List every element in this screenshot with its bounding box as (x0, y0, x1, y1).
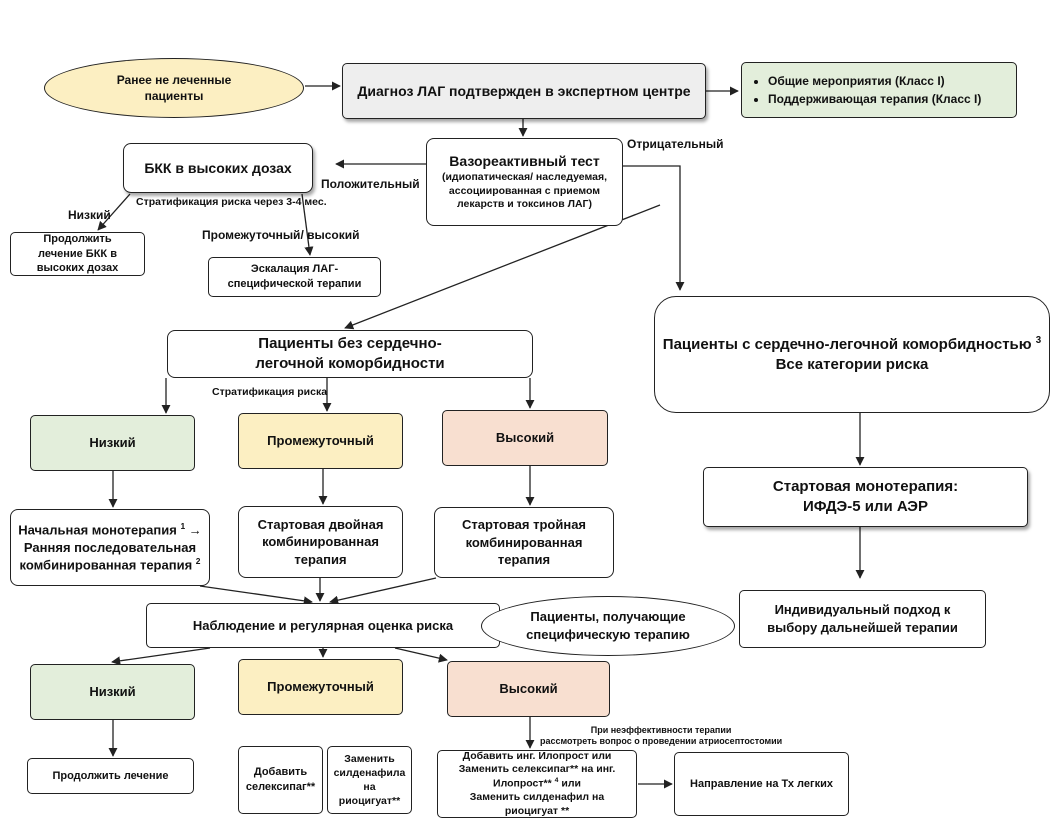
node-no-comorbidity: Пациенты без сердечно-легочной коморбидн… (167, 330, 533, 378)
with-comorbidity-line: Пациенты с сердечно-легочной коморбиднос… (663, 334, 1041, 355)
node-intermediate-risk-2: Промежуточный (238, 659, 403, 715)
label-negative: Отрицательный (627, 137, 724, 151)
node-high-risk-2: Высокий (447, 661, 610, 717)
individual-approach-text: Индивидуальный подход к выбору дальнейше… (767, 602, 958, 635)
options-line-b-wrap: Заменить селексипаг** на инг. Илопрост**… (444, 763, 630, 791)
node-observation: Наблюдение и регулярная оценка риска (146, 603, 500, 648)
node-start-monotherapy: Стартовая монотерапия: ИФДЭ-5 или АЭР (703, 467, 1028, 527)
node-escalation: Эскалация ЛАГ-специфической терапии (208, 257, 381, 297)
initial-mono-a: Начальная монотерапия (18, 522, 177, 538)
node-low-risk-2: Низкий (30, 664, 195, 720)
edge-vasoreactive-negative (622, 165, 685, 291)
label-intermediate-high: Промежуточный/ высокий (202, 228, 360, 242)
node-replace-sildenafil: Заменить силденафила на риоцигуат** (327, 746, 412, 814)
low-risk-2-text: Низкий (89, 684, 136, 700)
options-line-a: Добавить инг. Илопрост или (462, 749, 612, 762)
edge-bkk-continue (97, 193, 131, 231)
high-risk-2-text: Высокий (499, 681, 558, 697)
label-risk-strat-3-4: Стратификация риска через 3-4 мес. (136, 196, 327, 208)
node-dual-combination: Стартовая двойная комбинированная терапи… (238, 506, 403, 578)
node-initial-monotherapy: Начальная монотерапия 1 → Ранняя последо… (10, 509, 210, 586)
with-comorbidity-sup: 3 (1035, 334, 1042, 346)
node-high-risk-options: Добавить инг. Илопрост или Заменить селе… (437, 750, 637, 818)
intermediate-risk-1-text: Промежуточный (267, 433, 374, 449)
initial-mono-sup2: 2 (195, 556, 201, 567)
ineffective-line-2: рассмотреть вопрос о проведении атриосеп… (540, 735, 783, 746)
diagnosis-text: Диагноз ЛАГ подтвержден в экспертном цен… (357, 82, 691, 99)
vasoreactive-title: Вазореактивный тест (449, 153, 600, 170)
initial-mono-line: Начальная монотерапия 1 → Ранняя последо… (17, 521, 203, 574)
escalation-text: Эскалация ЛАГ-специфической терапии (227, 263, 362, 290)
label-ineffective-therapy: При неэффективности терапии рассмотреть … (540, 725, 782, 747)
node-high-risk-1: Высокий (442, 410, 608, 466)
node-bkk-high-dose: БКК в высоких дозах (123, 143, 313, 193)
initial-mono-b: → Ранняя последовательная комбинированна… (19, 522, 202, 573)
node-lung-transplant: Направление на Тх легких (674, 752, 849, 816)
vasoreactive-subtitle: (идиопатическая/ наследуемая, ассоцииров… (441, 170, 608, 211)
node-general-measures: Общие мероприятия (Класс I) Поддерживающ… (741, 62, 1017, 118)
dual-combination-text: Стартовая двойная комбинированная терапи… (257, 516, 384, 567)
replace-sildenafil-text: Заменить силденафила на риоцигуат** (333, 752, 406, 808)
label-low-bkk: Низкий (68, 208, 111, 222)
edge-observation-low (111, 647, 211, 666)
no-comorbidity-text: Пациенты без сердечно-легочной коморбидн… (255, 334, 445, 372)
continue-bkk-text: Продолжить лечение БКК в высоких дозах (36, 232, 119, 275)
node-with-comorbidity: Пациенты с сердечно-легочной коморбиднос… (654, 296, 1050, 413)
options-line-b: Заменить селексипаг** на инг. Илопрост** (458, 763, 616, 790)
node-individual-approach: Индивидуальный подход к выбору дальнейше… (739, 590, 986, 648)
label-risk-strat: Стратификация риска (212, 386, 328, 398)
node-intermediate-risk-1: Промежуточный (238, 413, 403, 469)
label-positive: Положительный (321, 177, 420, 191)
node-low-risk-1: Низкий (30, 415, 195, 471)
untreated-text: Ранее не леченные пациенты (116, 72, 232, 103)
options-line-c: или (561, 777, 581, 790)
general-measures-item-2: Поддерживающая терапия (Класс I) (768, 91, 981, 107)
with-comorbidity-text: Пациенты с сердечно-легочной коморбиднос… (662, 335, 1032, 353)
edge-triple-observation (329, 577, 437, 605)
options-line-d: Заменить силденафил на риоцигуат ** (469, 791, 605, 817)
node-triple-combination: Стартовая тройная комбинированная терапи… (434, 507, 614, 578)
observation-text: Наблюдение и регулярная оценка риска (192, 617, 454, 633)
lung-transplant-text: Направление на Тх легких (690, 777, 833, 790)
triple-combination-text: Стартовая тройная комбинированная терапи… (461, 517, 587, 568)
add-selexipag-text: Добавить селексипаг** (245, 766, 316, 793)
start-monotherapy-text: Стартовая монотерапия: ИФДЭ-5 или АЭР (772, 477, 959, 515)
node-continue-treatment: Продолжить лечение (27, 758, 194, 794)
initial-mono-sup1: 1 (180, 520, 186, 531)
edge-mono-observation (199, 585, 313, 606)
node-add-selexipag: Добавить селексипаг** (238, 746, 323, 814)
intermediate-risk-2-text: Промежуточный (267, 679, 374, 695)
node-continue-bkk: Продолжить лечение БКК в высоких дозах (10, 232, 145, 276)
node-receiving-specific: Пациенты, получающие специфическую терап… (481, 596, 735, 656)
node-vasoreactive-test: Вазореактивный тест (идиопатическая/ нас… (426, 138, 623, 226)
continue-treatment-text: Продолжить лечение (52, 769, 169, 782)
receiving-specific-text: Пациенты, получающие специфическую терап… (526, 609, 690, 642)
options-sup: 4 (554, 776, 559, 784)
ineffective-line-1: При неэффективности терапии (590, 725, 732, 735)
bkk-text: БКК в высоких дозах (144, 159, 292, 176)
edge-observation-high (394, 647, 448, 663)
general-measures-list: Общие мероприятия (Класс I) Поддерживающ… (754, 71, 981, 109)
edge-bkk-escalation (301, 193, 314, 256)
node-untreated-patients: Ранее не леченные пациенты (44, 58, 304, 118)
high-risk-1-text: Высокий (495, 430, 555, 446)
all-risk-text: Все категории риска (775, 356, 929, 373)
general-measures-item-1: Общие мероприятия (Класс I) (768, 73, 981, 89)
node-diagnosis: Диагноз ЛАГ подтвержден в экспертном цен… (342, 63, 706, 119)
low-risk-1-text: Низкий (89, 435, 136, 451)
